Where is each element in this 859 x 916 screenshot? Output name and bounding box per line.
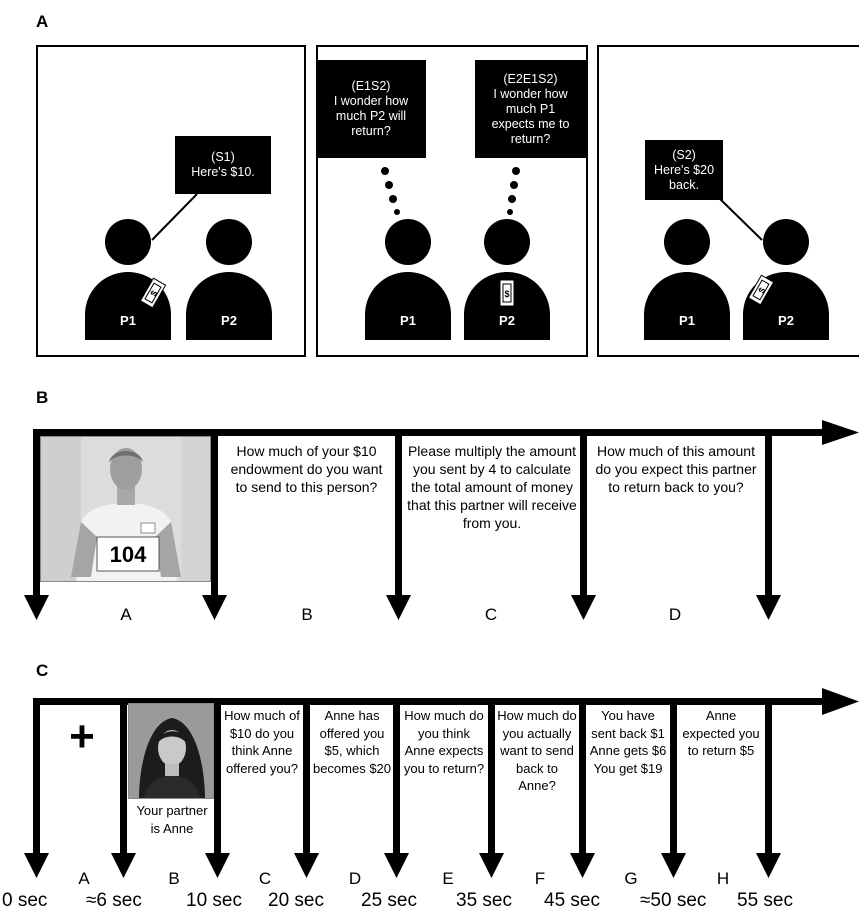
bubble-line: return? xyxy=(510,131,551,146)
panel-c-segment-label-c: C xyxy=(258,869,272,888)
panel-c-text-b: Your partner is Anne xyxy=(136,803,208,836)
bubble-line: I wonder how xyxy=(333,94,409,108)
time-label: 10 sec xyxy=(186,890,242,911)
timeline-drop-arrow xyxy=(24,698,49,878)
person-label-p1: P1 xyxy=(400,313,416,328)
timeline-drop-arrow xyxy=(756,698,781,878)
time-label: ≈6 sec xyxy=(86,890,142,911)
timeline-drop-arrow xyxy=(479,698,504,878)
svg-text:$: $ xyxy=(756,286,767,295)
panel-c-segment-label-e: E xyxy=(442,869,454,888)
timeline-drop-arrow xyxy=(386,429,411,620)
panel-c-segment-label-h: H xyxy=(716,869,730,888)
timeline-drop-arrow xyxy=(202,429,227,620)
speech-bubble-s2: (S2) Here's $20 back. xyxy=(645,140,723,200)
fixation-cross-icon: + xyxy=(69,712,95,761)
panel-a-figures: $ $ $ xyxy=(85,167,829,340)
panel-b-question-b: How much of your $10 endowment do you wa… xyxy=(230,443,383,495)
panel-b-letter: B xyxy=(36,388,49,407)
time-label: 55 sec xyxy=(737,890,793,911)
panel-c-text-g: You have sent back $1 Anne gets $6 You g… xyxy=(589,708,667,776)
time-label: 45 sec xyxy=(544,890,600,911)
speech-line-s2 xyxy=(716,195,763,241)
panel-c-text-h: Anne expected you to return $5 xyxy=(682,708,760,758)
thought-bubble-e2e1s2: (E2E1S2) I wonder how much P1 expects me… xyxy=(475,60,586,158)
dollar-bill-icon: $ xyxy=(747,274,775,306)
bubble-line: expects me to xyxy=(491,116,570,131)
photo-badge-number: 104 xyxy=(109,542,147,567)
time-label: ≈50 sec xyxy=(640,890,707,911)
panel-c-timeline xyxy=(24,688,859,878)
bubble-line: much P1 xyxy=(505,101,556,116)
bubble-line: much P2 will xyxy=(335,109,407,123)
timeline-drop-arrow xyxy=(570,698,595,878)
time-label: 35 sec xyxy=(456,890,512,911)
timeline-drop-arrow xyxy=(205,698,230,878)
panel-a-letter: A xyxy=(36,12,49,31)
person-p2-frame-1 xyxy=(186,219,272,340)
svg-text:$: $ xyxy=(504,289,509,299)
person-label-p2: P2 xyxy=(499,313,515,328)
bubble-line: back. xyxy=(669,177,699,192)
panel-b-segment-label-c: C xyxy=(484,605,498,624)
speech-line-s1 xyxy=(151,193,198,241)
bubble-line: (E1S2) xyxy=(351,79,391,93)
person-label-p2: P2 xyxy=(778,313,794,328)
person-label-p1: P1 xyxy=(120,313,136,328)
panel-c-text-f: How much do you actually want to send ba… xyxy=(497,708,577,793)
bubble-line: I wonder how xyxy=(493,86,568,101)
panel-c-text-c: How much of $10 do you think Anne offere… xyxy=(224,708,300,776)
timeline-drop-arrow xyxy=(294,698,319,878)
bubble-line: (S2) xyxy=(672,147,696,162)
person-label-p1: P1 xyxy=(679,313,695,328)
panel-c-segment-label-b: B xyxy=(168,869,180,888)
timeline-drop-arrow xyxy=(571,429,596,620)
panel-b-segment-label-b: B xyxy=(301,605,313,624)
thought-bubble-e1s2: (E1S2) I wonder how much P2 will return? xyxy=(316,60,426,158)
panel-c-text-d: Anne has offered you $5, which becomes $… xyxy=(312,708,392,776)
panel-b-question-c: Please multiply the amount you sent by 4… xyxy=(407,443,577,531)
panel-b-question-d: How much of this amount do you expect th… xyxy=(595,443,757,495)
time-label: 0 sec xyxy=(2,890,48,911)
time-label: 20 sec xyxy=(268,890,324,911)
person-label-p2: P2 xyxy=(221,313,237,328)
time-label: 25 sec xyxy=(361,890,417,911)
panel-b-segment-label-d: D xyxy=(668,605,682,624)
panel-c-segment-label-a: A xyxy=(78,869,90,888)
panel-c-segment-label-d: D xyxy=(348,869,362,888)
bubble-line: (E2E1S2) xyxy=(503,71,558,86)
thought-dots-e2e1s2 xyxy=(507,167,520,215)
partner-photo-man: 104 xyxy=(40,436,211,582)
dollar-bill-icon: $ xyxy=(499,279,515,307)
partner-photo-woman xyxy=(128,703,214,799)
panel-b-segment-label-a: A xyxy=(120,605,132,624)
panel-c-text-e: How much do you think Anne expects you t… xyxy=(403,708,485,776)
timeline-drop-arrow xyxy=(24,429,49,620)
timeline-drop-arrow xyxy=(111,698,136,878)
bubble-line: return? xyxy=(351,124,391,138)
timeline-drop-arrow xyxy=(384,698,409,878)
bubble-line: (S1) xyxy=(211,150,235,164)
panel-b-timeline xyxy=(24,420,859,620)
dollar-bill-icon: $ xyxy=(139,277,167,309)
panel-c-letter: C xyxy=(36,661,49,680)
panel-c-segment-label-f: F xyxy=(534,869,546,888)
speech-bubble-s1: (S1) Here's $10. xyxy=(175,136,271,194)
timeline-drop-arrow xyxy=(661,698,686,878)
bubble-line: Here's $20 xyxy=(653,162,715,177)
person-p1-frame-2 xyxy=(365,219,451,340)
person-p1-frame-3 xyxy=(644,219,730,340)
bubble-line: Here's $10. xyxy=(191,165,255,179)
svg-text:$: $ xyxy=(148,289,159,298)
thought-dots-e1s2 xyxy=(381,167,400,215)
panel-c-segment-label-g: G xyxy=(624,869,638,888)
timeline-drop-arrow xyxy=(756,429,781,620)
